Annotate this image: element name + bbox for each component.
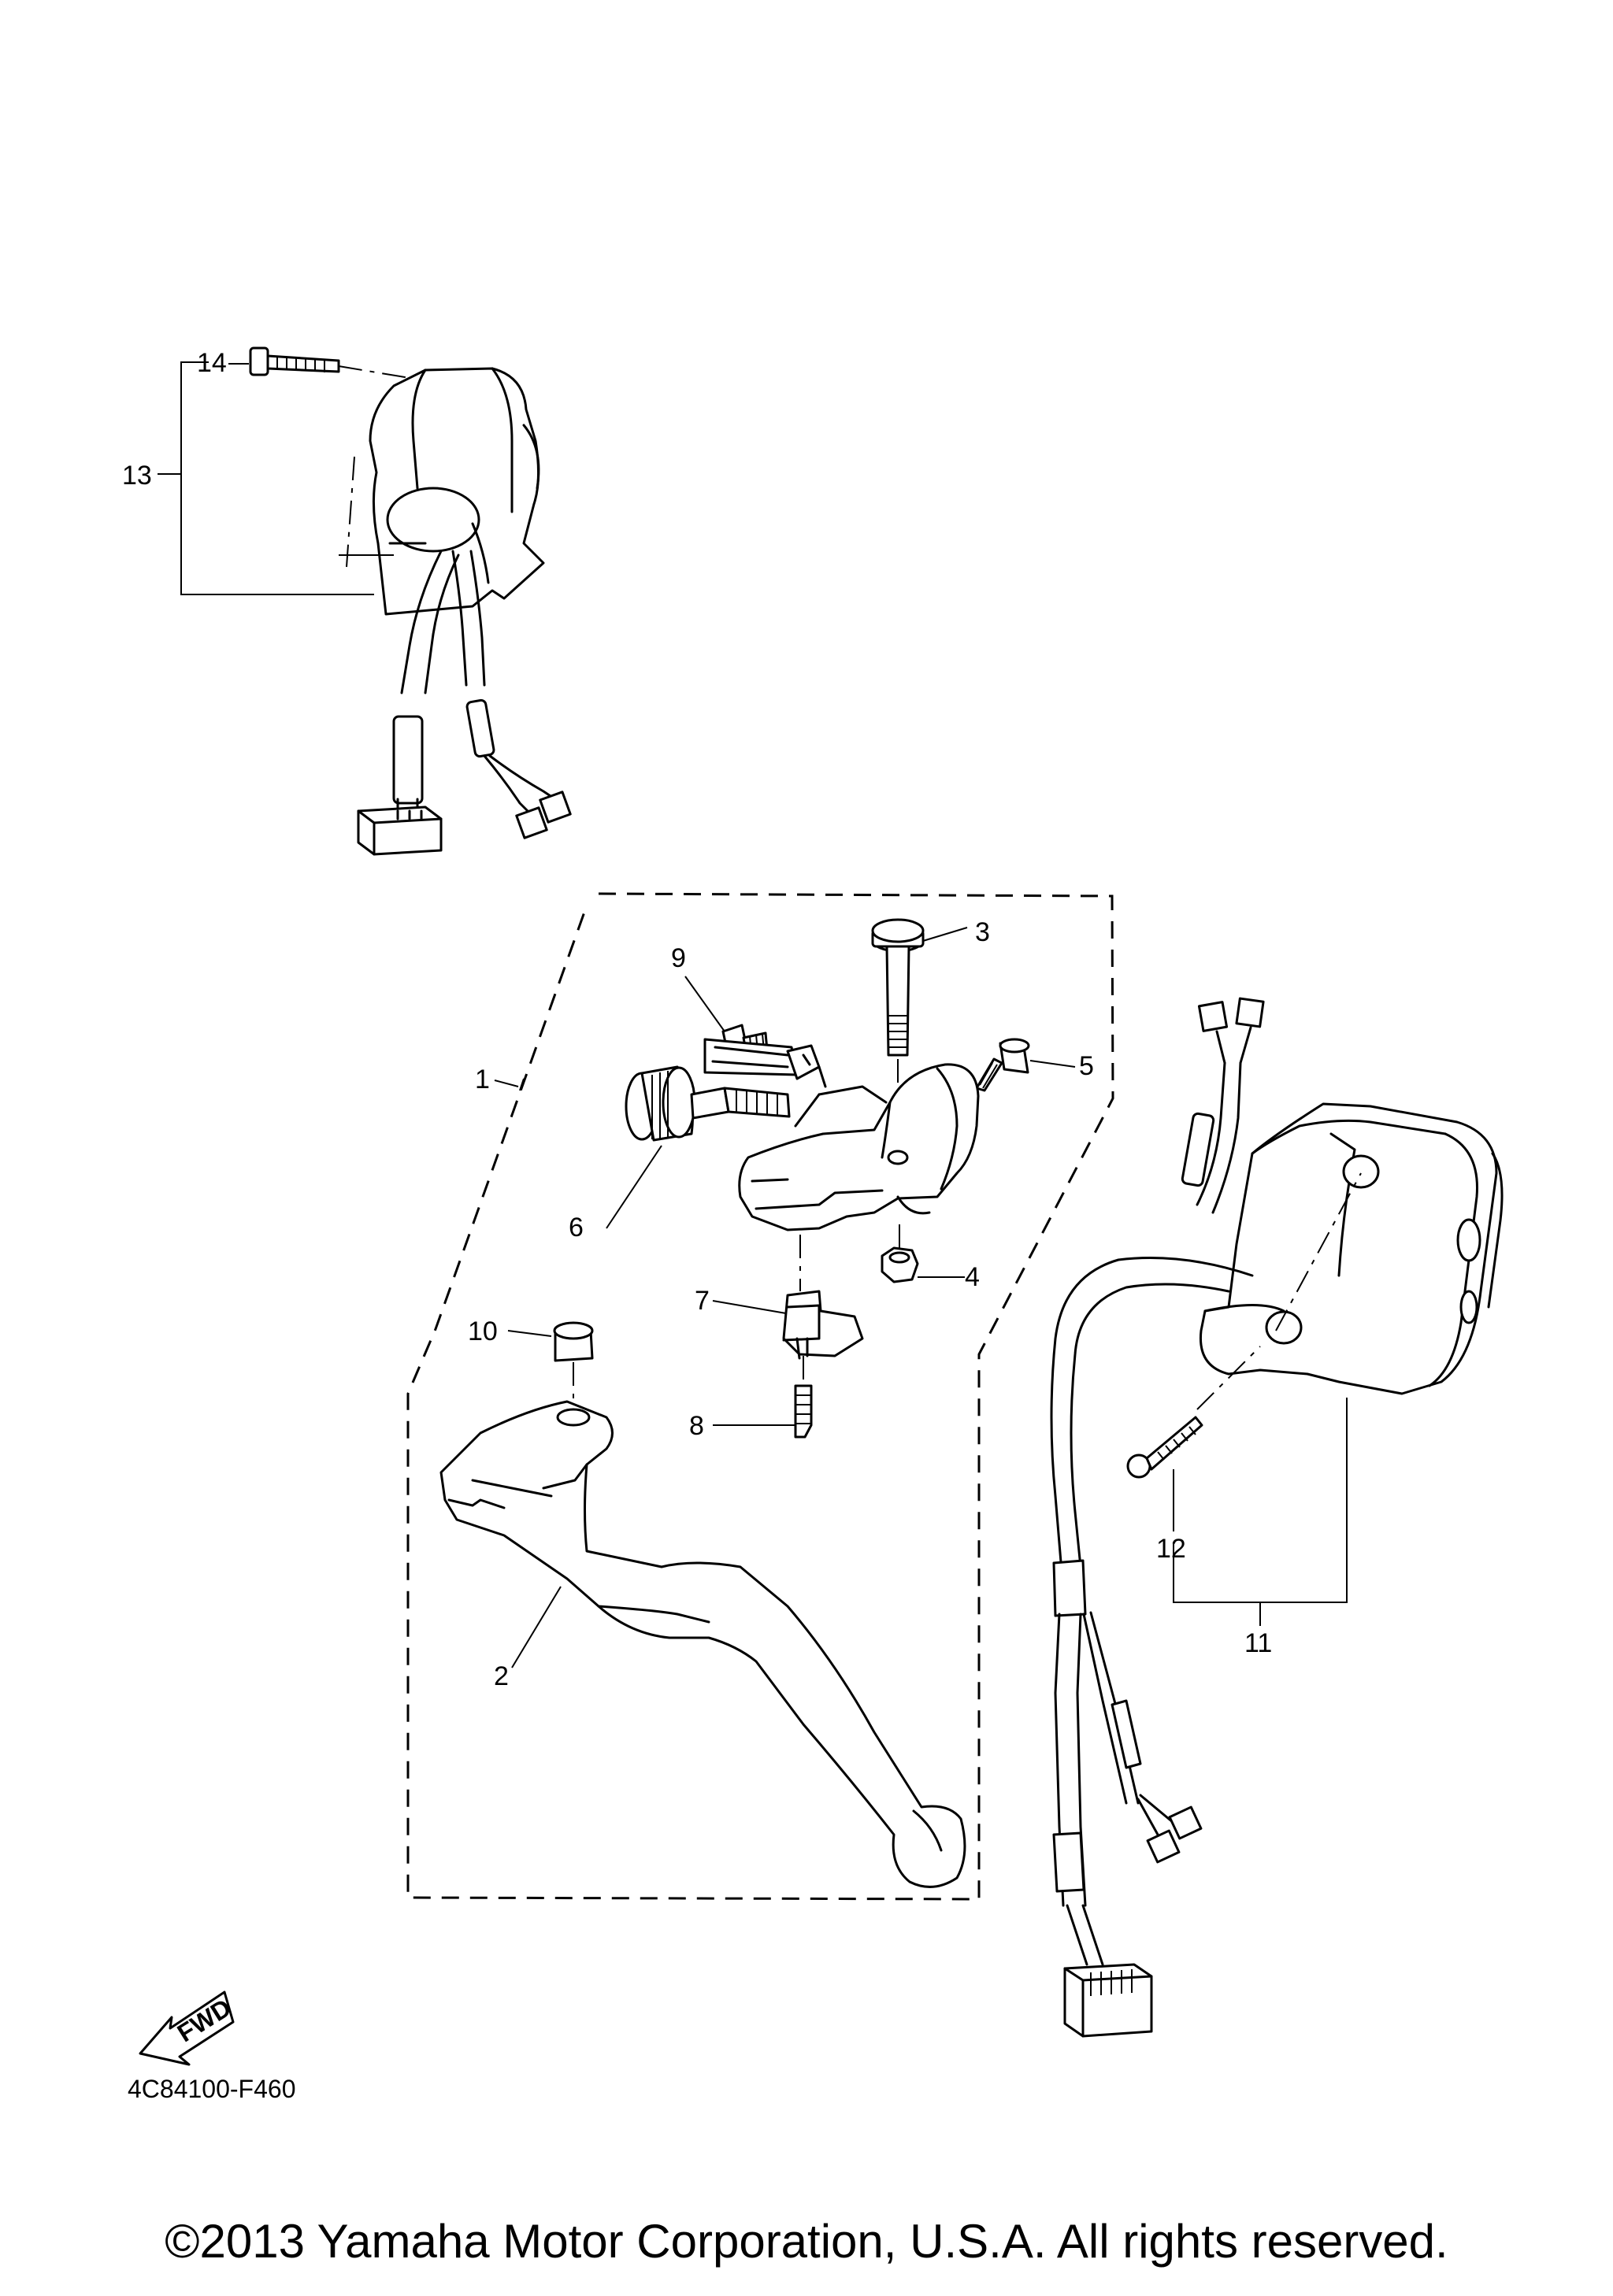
callout-2: 2 bbox=[494, 1661, 509, 1691]
screw-12 bbox=[1126, 1172, 1362, 1531]
lever-assembly-boundary-1 bbox=[406, 892, 1114, 1901]
nut-4 bbox=[881, 1224, 965, 1283]
fwd-arrow-icon: FWD bbox=[139, 1990, 236, 2066]
handlebar-switch-assembly-13 bbox=[158, 346, 572, 856]
callout-11: 11 bbox=[1244, 1628, 1272, 1658]
callout-4: 4 bbox=[965, 1262, 980, 1292]
callout-13: 13 bbox=[122, 461, 152, 491]
copyright-notice: ©2013 Yamaha Motor Corporation, U.S.A. A… bbox=[165, 2215, 1448, 2268]
brake-lever-2 bbox=[439, 1400, 966, 1888]
callout-12: 12 bbox=[1156, 1534, 1186, 1564]
bolt-5 bbox=[975, 1038, 1076, 1092]
callout-1: 1 bbox=[475, 1065, 490, 1094]
screw-14 bbox=[249, 346, 340, 376]
callout-8: 8 bbox=[689, 1411, 704, 1441]
lever-holder-body bbox=[703, 1038, 980, 1231]
collar-10 bbox=[507, 1321, 594, 1417]
callout-7: 7 bbox=[695, 1286, 710, 1316]
brake-switch-7 bbox=[712, 1235, 864, 1360]
callout-3: 3 bbox=[975, 917, 990, 947]
screw-8 bbox=[713, 1356, 813, 1439]
callout-14: 14 bbox=[197, 348, 227, 378]
callout-6: 6 bbox=[569, 1213, 584, 1242]
diagram-code: 4C84100-F460 bbox=[128, 2075, 295, 2103]
bolt-3 bbox=[871, 918, 968, 1150]
callout-9: 9 bbox=[671, 943, 686, 973]
callout-5: 5 bbox=[1079, 1051, 1094, 1081]
adjuster-knob-6 bbox=[606, 1065, 791, 1229]
callout-10: 10 bbox=[468, 1316, 498, 1346]
handlebar-switch-assembly-11 bbox=[1050, 997, 1504, 2038]
